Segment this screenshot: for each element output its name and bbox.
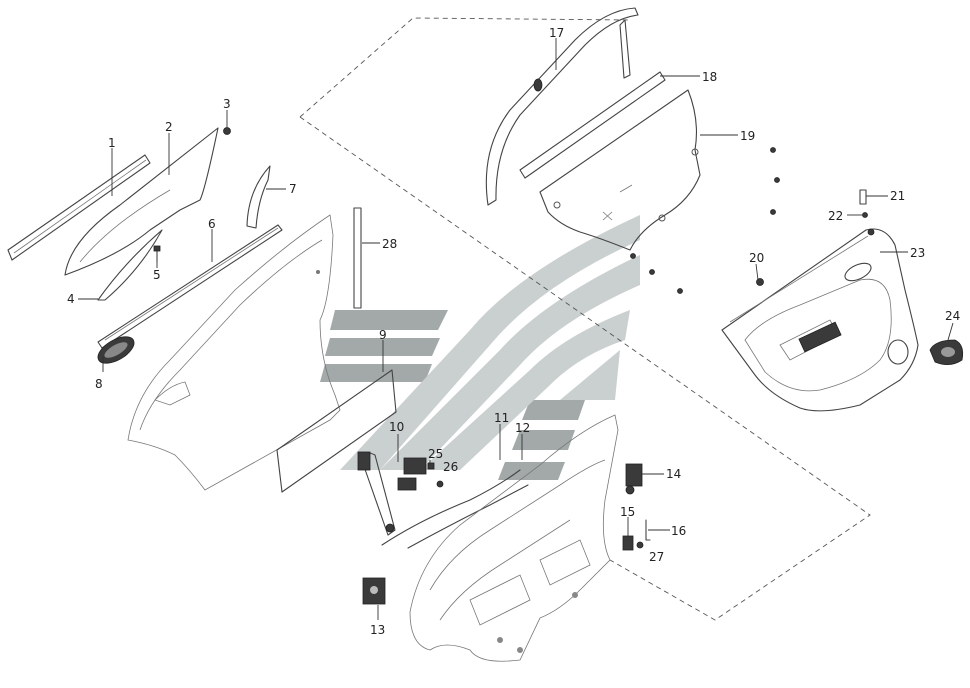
callout-13: 13 (370, 623, 385, 637)
leader-lines (78, 38, 954, 620)
callout-9: 9 (379, 328, 387, 342)
part-9-sheet (276, 369, 397, 493)
callout-17: 17 (549, 26, 564, 40)
callout-10: 10 (389, 420, 404, 434)
part-13-door-lock (362, 577, 386, 605)
callout-2: 2 (165, 120, 173, 134)
callout-4: 4 (67, 292, 75, 306)
callout-3: 3 (223, 97, 231, 111)
callout-22: 22 (828, 209, 843, 223)
part-16-pin (645, 519, 651, 541)
part-25-clip (427, 462, 435, 470)
part-6-inner-belt-strip (97, 224, 283, 349)
callout-16: 16 (671, 524, 686, 538)
part-28-guide-rail (353, 207, 362, 309)
part-26-clip (436, 480, 444, 488)
callout-21: 21 (890, 189, 905, 203)
part-12-rod (407, 484, 529, 549)
part-18-strip (519, 71, 666, 179)
part-2-door-glass (64, 127, 219, 276)
callout-7: 7 (289, 182, 297, 196)
part-27-bolt (636, 541, 644, 549)
loose-clips (630, 147, 780, 294)
part-15-door-check (622, 535, 634, 551)
part-17-weatherstrip (485, 7, 639, 206)
callout-11: 11 (494, 411, 509, 425)
callout-24: 24 (945, 309, 960, 323)
part-5-screw (153, 245, 161, 263)
callout-20: 20 (749, 251, 764, 265)
callout-12: 12 (515, 421, 530, 435)
callout-27: 27 (649, 550, 664, 564)
part-11-cable (381, 469, 521, 546)
part-24-inner-handle (929, 339, 964, 365)
inner-door-panel (409, 414, 619, 662)
callout-labels: 1 2 3 4 5 6 7 8 9 10 11 12 13 14 15 16 1… (67, 26, 960, 637)
watermark-logo (320, 215, 640, 480)
callout-26: 26 (443, 460, 458, 474)
part-23-door-trim-panel (721, 228, 919, 412)
part-22-clip (862, 212, 868, 218)
callout-15: 15 (620, 505, 635, 519)
part-1-belt-strip (7, 154, 151, 261)
part-4-fixed-glass (97, 229, 163, 301)
callout-28: 28 (382, 237, 397, 251)
callout-14: 14 (666, 467, 681, 481)
part-14-hinge (625, 463, 643, 495)
part-3-clip (223, 127, 231, 135)
part-10-window-regulator (357, 451, 427, 536)
callout-6: 6 (208, 217, 216, 231)
callout-18: 18 (702, 70, 717, 84)
callout-25: 25 (428, 447, 443, 461)
part-7-rear-channel (246, 165, 271, 229)
callout-1: 1 (108, 136, 116, 150)
callout-5: 5 (153, 268, 161, 282)
outer-door-skin (127, 214, 341, 491)
part-21-screw (859, 189, 867, 205)
callout-19: 19 (740, 129, 755, 143)
callout-23: 23 (910, 246, 925, 260)
part-20-clip (756, 278, 764, 286)
part-8-outside-handle (97, 336, 135, 364)
part-19-sealing-film (539, 89, 701, 251)
callout-8: 8 (95, 377, 103, 391)
